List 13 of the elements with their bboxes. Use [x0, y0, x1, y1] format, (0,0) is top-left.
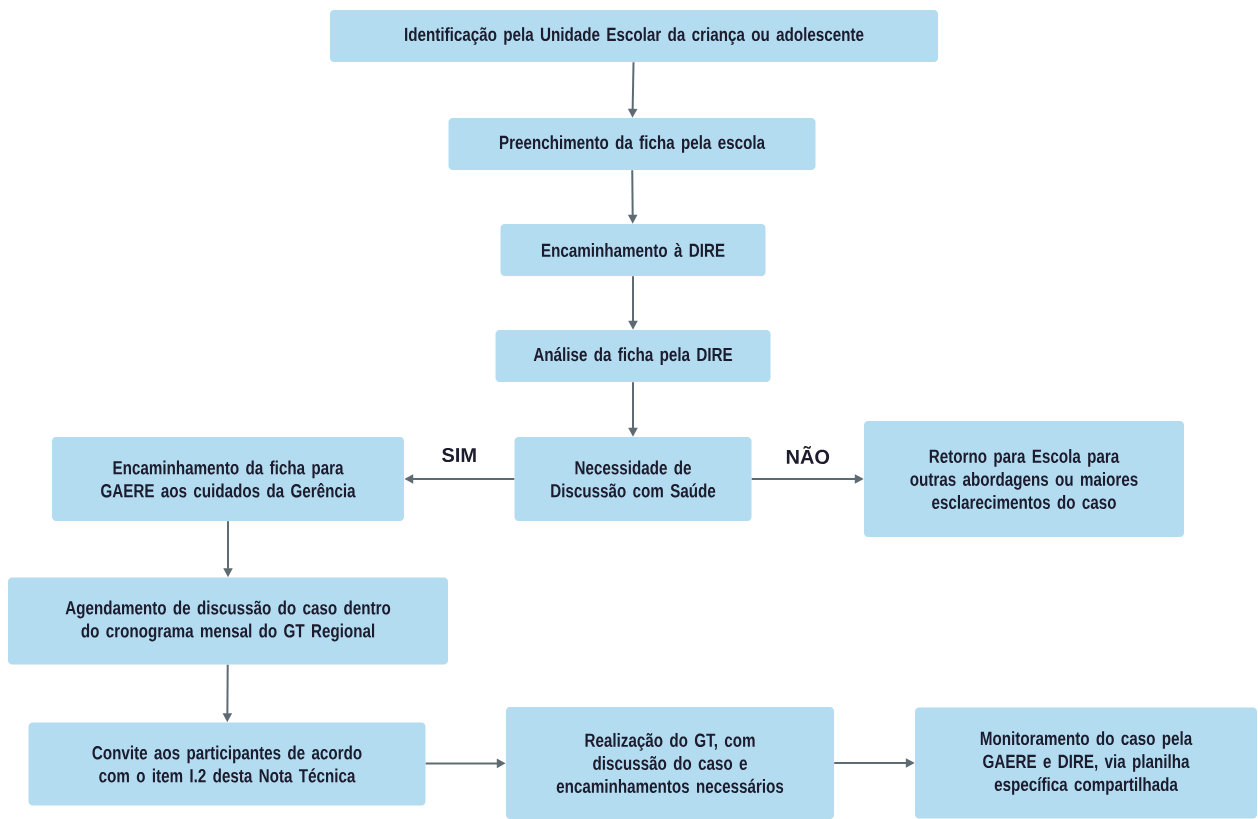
process-box: Monitoramento do caso pela GAERE e DIRE, via planilha específica compartilhada — [915, 707, 1257, 819]
process-box: Preenchimento da ficha pela escola — [448, 118, 816, 170]
process-box: Necessidade de Discussão com Saúde — [514, 437, 752, 521]
process-box: Realização do GT, com discussão do caso e encaminhamentos necessários — [506, 707, 834, 819]
process-box: Convite aos participantes de acordo com o item I.2 desta Nota Técnica — [28, 722, 426, 806]
edge-label: SIM — [440, 446, 479, 464]
process-box: Encaminhamento à DIRE — [500, 224, 766, 276]
process-box: Análise da ficha pela DIRE — [495, 330, 771, 382]
process-box: Identificação pela Unidade Escolar da criança ou adolescente — [330, 10, 938, 62]
process-box: Agendamento de discussão do caso dentro do cronograma mensal do GT Regional — [8, 577, 448, 665]
process-box: Encaminhamento da ficha para GAERE aos cuidados da Gerência — [52, 437, 404, 521]
edge-label: NÃO — [784, 445, 831, 465]
process-box: Retorno para Escola para outras abordagens ou maiores esclarecimentos do caso — [864, 421, 1184, 537]
